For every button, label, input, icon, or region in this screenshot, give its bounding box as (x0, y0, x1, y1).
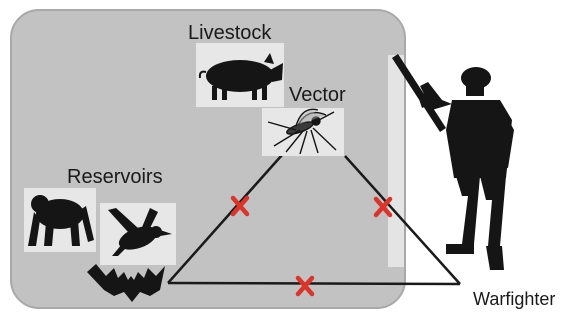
edge-reservoir-warfighter (168, 283, 460, 284)
livestock-label: Livestock (188, 22, 271, 45)
soldier-silhouette (392, 54, 514, 270)
vector-tile (262, 108, 344, 156)
warfighter-label: Warfighter (473, 289, 555, 310)
vector-label: Vector (289, 84, 346, 107)
reservoir-bird-tile (100, 203, 176, 265)
panel-strip (388, 55, 404, 267)
reservoir-primate-tile (24, 188, 96, 252)
livestock-tile (196, 43, 284, 107)
reservoirs-label: Reservoirs (67, 166, 163, 189)
